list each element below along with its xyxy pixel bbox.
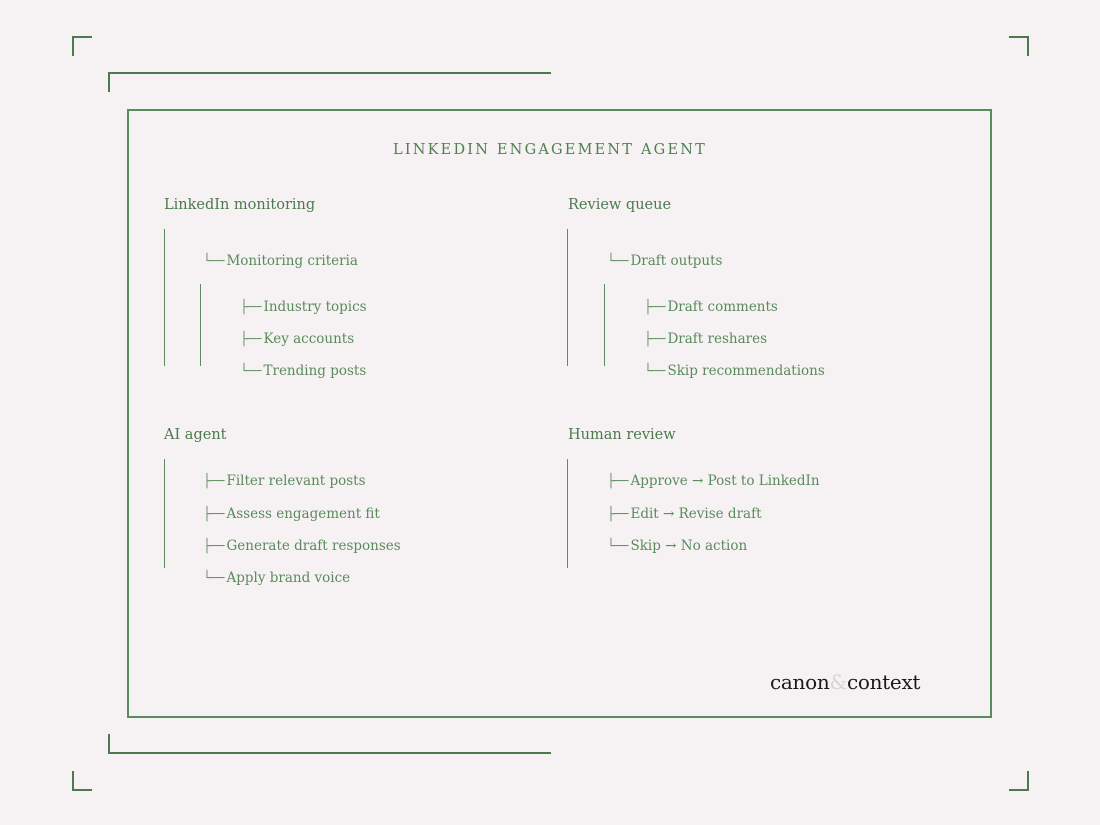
tree-node-label: Generate draft responses [226, 538, 401, 554]
diagram-title: LINKEDIN ENGAGEMENT AGENT [392, 142, 707, 158]
tree-node-filter-relevant-posts: ├──Filter relevant posts [203, 473, 366, 490]
tree-node-label: Industry topics [263, 299, 367, 315]
tree-branch-glyph: ├── [240, 332, 262, 347]
logo-ampersand: & [829, 670, 847, 694]
tree-node-draft-reshares: ├──Draft reshares [644, 331, 767, 348]
tree-branch-glyph: └── [203, 254, 225, 269]
tree-node-label: Edit → Revise draft [630, 506, 762, 522]
brand-logo: canon&context [770, 670, 920, 694]
tree-node-industry-topics: ├──Industry topics [240, 299, 367, 316]
section-heading-ai-agent: AI agent [164, 427, 227, 443]
tree-node-draft-comments: ├──Draft comments [644, 299, 778, 316]
tree-node-label: Trending posts [263, 363, 367, 379]
tree-node-key-accounts: ├──Key accounts [240, 331, 354, 348]
tree-node-label: Apply brand voice [226, 570, 351, 586]
logo-text-context: context [846, 670, 921, 694]
tree-branch-glyph: ├── [240, 300, 262, 315]
tree-line-ai-agent [164, 459, 165, 568]
corner-mark-top-left [72, 36, 92, 56]
tree-node-label: Key accounts [263, 331, 355, 347]
tree-branch-glyph: ├── [203, 507, 225, 522]
tree-line-human-review [567, 459, 568, 568]
tree-branch-glyph: └── [644, 364, 666, 379]
tree-node-label: Approve → Post to LinkedIn [630, 473, 820, 489]
tree-line-monitoring [164, 229, 165, 366]
tree-node-label: Monitoring criteria [226, 253, 358, 269]
tree-branch-glyph: ├── [203, 474, 225, 489]
tree-branch-glyph: └── [240, 364, 262, 379]
corner-mark-top-right [1009, 36, 1029, 56]
section-heading-monitoring: LinkedIn monitoring [164, 197, 316, 213]
tree-branch-glyph: └── [203, 571, 225, 586]
section-heading-review-queue: Review queue [568, 197, 672, 213]
tree-line-review-queue [567, 229, 568, 366]
tree-node-label: Draft comments [667, 299, 778, 315]
bracket-bottom [108, 734, 551, 754]
tree-node-label: Draft outputs [630, 253, 723, 269]
corner-mark-bottom-right [1009, 771, 1029, 791]
section-heading-human-review: Human review [568, 427, 676, 443]
tree-branch-glyph: ├── [644, 300, 666, 315]
tree-node-label: Assess engagement fit [226, 506, 380, 522]
tree-node-skip-recommendations: └──Skip recommendations [644, 363, 825, 380]
tree-node-edit: ├──Edit → Revise draft [607, 506, 762, 523]
tree-node-approve: ├──Approve → Post to LinkedIn [607, 473, 820, 490]
tree-node-generate-draft-responses: ├──Generate draft responses [203, 538, 401, 555]
tree-node-label: Filter relevant posts [226, 473, 366, 489]
tree-branch-glyph: ├── [644, 332, 666, 347]
tree-branch-glyph: └── [607, 539, 629, 554]
tree-node-assess-engagement-fit: ├──Assess engagement fit [203, 506, 380, 523]
tree-branch-glyph: └── [607, 254, 629, 269]
diagram-frame [127, 109, 992, 718]
tree-node-apply-brand-voice: └──Apply brand voice [203, 570, 350, 587]
tree-node-monitoring-criteria: └──Monitoring criteria [203, 253, 358, 270]
bracket-top [108, 72, 551, 92]
tree-node-draft-outputs: └──Draft outputs [607, 253, 722, 270]
tree-branch-glyph: ├── [203, 539, 225, 554]
tree-branch-glyph: ├── [607, 474, 629, 489]
tree-node-label: Draft reshares [667, 331, 768, 347]
tree-node-trending-posts: └──Trending posts [240, 363, 366, 380]
tree-line-monitoring-criteria [200, 284, 201, 366]
tree-line-draft-outputs [604, 284, 605, 366]
logo-text-canon: canon [770, 670, 830, 694]
tree-node-label: Skip recommendations [667, 363, 825, 379]
tree-node-label: Skip → No action [630, 538, 748, 554]
tree-node-skip: └──Skip → No action [607, 538, 747, 555]
corner-mark-bottom-left [72, 771, 92, 791]
tree-branch-glyph: ├── [607, 507, 629, 522]
